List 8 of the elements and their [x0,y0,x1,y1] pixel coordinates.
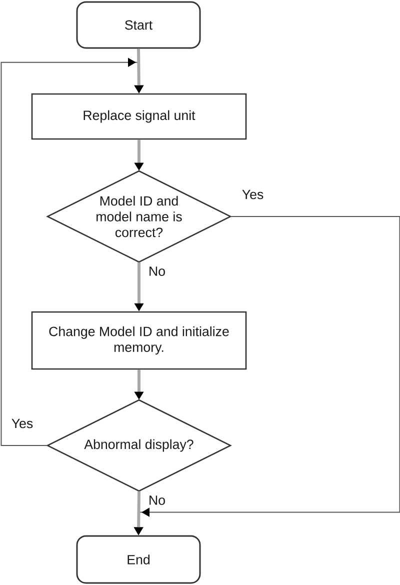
terminator-box: End [76,535,201,584]
edge-label: Yes [240,188,265,200]
process-box: Change Model ID and initialize memory. [31,311,247,370]
edge-label: No [147,494,167,506]
process-box: Replace signal unit [31,93,247,140]
edge-label: Yes [10,418,34,430]
edge-label: No [147,265,167,278]
terminator-box: Start [76,1,201,49]
